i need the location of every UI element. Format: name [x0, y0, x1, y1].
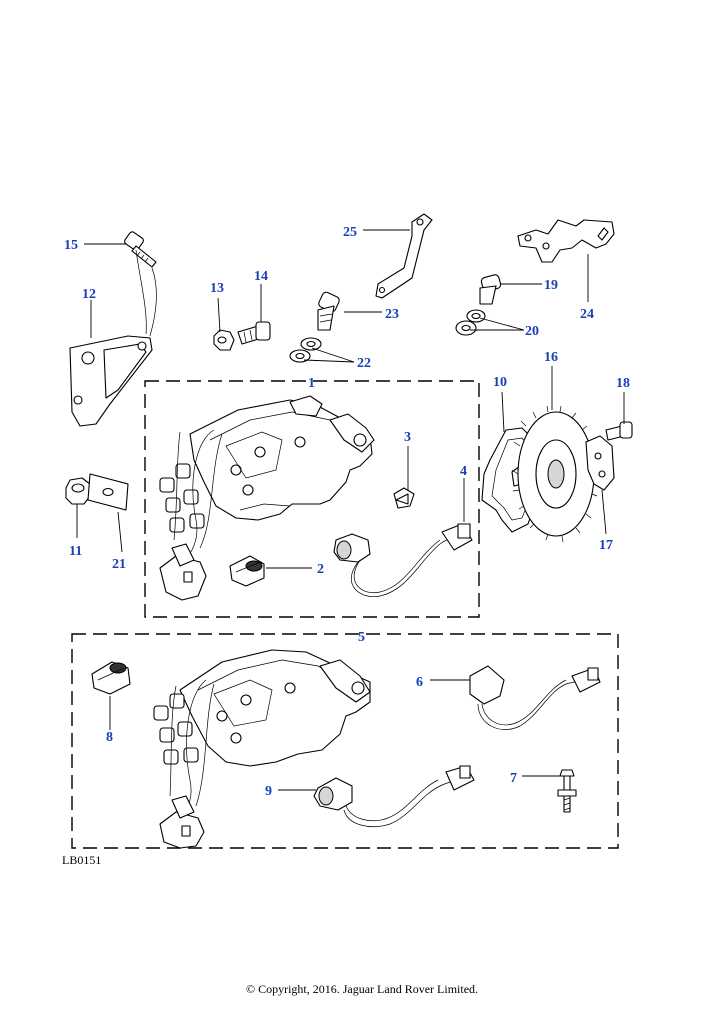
group-box-1	[144, 380, 480, 618]
callout-17: 17	[599, 538, 613, 553]
drawing-code: LB0151	[62, 853, 102, 867]
part-6-sensor-lead	[469, 665, 601, 730]
callout-5: 5	[358, 630, 365, 645]
part-17-locking-plate	[585, 435, 615, 491]
callout-11: 11	[69, 544, 82, 559]
callout-22: 22	[357, 356, 371, 371]
callout-19: 19	[544, 278, 558, 293]
callout-8: 8	[106, 730, 113, 745]
callout-12: 12	[82, 287, 96, 302]
part-7-stud	[557, 769, 577, 813]
part-2-solenoid	[229, 555, 265, 587]
copyright-notice: © Copyright, 2016. Jaguar Land Rover Lim…	[245, 982, 479, 996]
part-3-bolt	[393, 487, 415, 509]
group-box-5	[71, 633, 619, 849]
part-15-bolt	[124, 231, 157, 268]
callout-24: 24	[580, 307, 594, 322]
part-12-bracket	[69, 335, 153, 427]
callout-14: 14	[254, 269, 268, 284]
part-16-gear	[511, 405, 600, 543]
callout-15: 15	[64, 238, 78, 253]
callout-6: 6	[416, 675, 423, 690]
callout-3: 3	[404, 430, 411, 445]
part-20-washers	[455, 309, 486, 336]
leader-lines	[76, 229, 625, 791]
part-18-bolt	[605, 421, 633, 441]
callout-2: 2	[317, 562, 324, 577]
callout-numbers: 15 12 13 14 25 23 22 1 19 20 24 16 10 18…	[64, 225, 630, 799]
part-24-bracket	[517, 219, 615, 263]
part-13-nut	[213, 329, 235, 351]
callout-1: 1	[308, 376, 315, 391]
part-9-sensor-lead	[313, 765, 475, 827]
callout-9: 9	[265, 784, 272, 799]
callout-16: 16	[544, 350, 558, 365]
callout-18: 18	[616, 376, 630, 391]
part-14-bolt	[237, 321, 271, 345]
part-11-nut	[65, 477, 91, 505]
callout-21: 21	[112, 557, 126, 572]
part-4-sensor-lead	[333, 523, 473, 598]
callout-10: 10	[493, 375, 507, 390]
part-1-injection-pump	[159, 395, 375, 601]
part-19-bolt	[479, 274, 502, 305]
callout-25: 25	[343, 225, 357, 240]
part-5-injection-pump	[153, 649, 371, 849]
part-21-plate	[87, 473, 129, 511]
callout-23: 23	[385, 307, 399, 322]
callout-20: 20	[525, 324, 539, 339]
part-25-strap-bracket	[375, 213, 433, 299]
callout-7: 7	[510, 771, 517, 786]
callout-13: 13	[210, 281, 224, 296]
part-8-solenoid	[91, 661, 131, 695]
part-22-washers	[289, 337, 322, 363]
part-23-bolt	[317, 291, 340, 331]
callout-4: 4	[460, 464, 467, 479]
